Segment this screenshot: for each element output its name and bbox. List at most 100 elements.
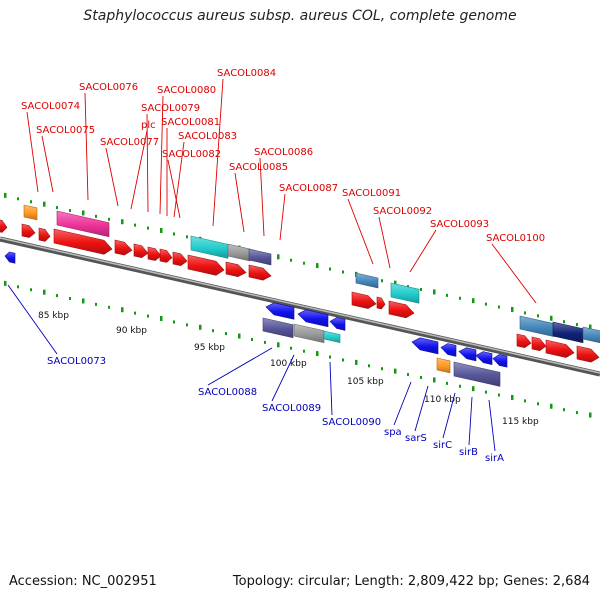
gene-forward[interactable]	[390, 282, 420, 304]
gene-forward[interactable]	[248, 248, 272, 266]
forward-label-leader	[173, 141, 185, 218]
forward-label-leader	[84, 92, 89, 201]
gene-reverse[interactable]	[297, 309, 329, 328]
tick-mark	[511, 306, 514, 312]
gene-forward[interactable]	[545, 339, 575, 358]
gene-forward[interactable]	[355, 272, 379, 289]
gene-forward[interactable]	[159, 248, 173, 263]
reverse-gene-label[interactable]: sirC	[433, 440, 452, 451]
gene-reverse[interactable]	[453, 361, 501, 387]
gene-forward[interactable]	[552, 321, 584, 344]
tick-mark	[459, 384, 461, 388]
forward-label-leader	[26, 111, 39, 193]
gene-forward[interactable]	[531, 336, 547, 352]
gene-reverse[interactable]	[262, 317, 294, 339]
tick-mark	[394, 280, 397, 286]
gene-features[interactable]	[0, 204, 600, 387]
tick-mark	[82, 210, 85, 216]
reverse-gene-label[interactable]: SACOL0073	[47, 356, 106, 367]
tick-mark	[290, 346, 292, 350]
tick-mark	[524, 399, 526, 403]
forward-gene-label[interactable]: SACOL0074	[21, 101, 80, 112]
gene-forward[interactable]	[53, 228, 113, 255]
forward-gene-label[interactable]: SACOL0080	[157, 85, 216, 96]
gene-forward[interactable]	[351, 291, 377, 309]
gene-reverse[interactable]	[440, 343, 457, 357]
gene-reverse[interactable]	[4, 251, 16, 264]
forward-gene-label[interactable]: SACOL0079	[141, 103, 200, 114]
gene-forward[interactable]	[187, 254, 225, 276]
gene-forward[interactable]	[376, 296, 386, 310]
tick-mark	[550, 403, 553, 409]
forward-label-leader	[146, 113, 149, 213]
gene-forward[interactable]	[56, 210, 110, 238]
reverse-gene-label[interactable]: sarS	[405, 433, 427, 444]
gene-reverse[interactable]	[492, 354, 508, 368]
reverse-label-leader	[271, 354, 295, 402]
gene-reverse[interactable]	[293, 323, 325, 344]
gene-reverse[interactable]	[436, 357, 451, 374]
tick-mark	[342, 358, 344, 362]
forward-gene-label[interactable]: SACOL0076	[79, 82, 138, 93]
gene-forward[interactable]	[21, 223, 36, 238]
reverse-gene-label[interactable]: SACOL0090	[322, 417, 381, 428]
forward-gene-label[interactable]: SACOL0084	[217, 68, 276, 79]
forward-gene-label[interactable]: SACOL0091	[342, 188, 401, 199]
forward-gene-label[interactable]: SACOL0093	[430, 219, 489, 230]
reverse-gene-label[interactable]: sirB	[459, 447, 478, 458]
map-title: Staphylococcus aureus subsp. aureus COL,…	[83, 8, 517, 24]
forward-label-leader	[234, 172, 245, 233]
forward-gene-label[interactable]: SACOL0086	[254, 147, 313, 158]
gene-forward[interactable]	[227, 243, 251, 262]
gene-forward[interactable]	[519, 315, 555, 338]
tick-mark	[134, 223, 136, 227]
tick-mark	[43, 201, 46, 207]
forward-gene-label[interactable]: SACOL0085	[229, 162, 288, 173]
reverse-gene-label[interactable]: SACOL0089	[262, 403, 321, 414]
reverse-gene-label[interactable]: sirA	[485, 453, 504, 464]
gene-forward[interactable]	[582, 326, 600, 344]
gene-reverse[interactable]	[329, 317, 346, 331]
gene-forward[interactable]	[225, 261, 247, 278]
forward-gene-label[interactable]: SACOL0100	[486, 233, 545, 244]
gene-reverse[interactable]	[323, 330, 341, 343]
forward-gene-label[interactable]: SACOL0083	[178, 131, 237, 142]
gene-forward[interactable]	[576, 345, 600, 363]
reverse-gene-label[interactable]: spa	[384, 427, 402, 438]
tick-mark	[108, 217, 110, 221]
gene-forward[interactable]	[147, 246, 162, 261]
reverse-gene-labels[interactable]: SACOL0073SACOL0088SACOL0089SACOL0090spas…	[7, 284, 504, 464]
forward-gene-labels[interactable]: SACOL0074SACOL0075SACOL0076SACOL0077plcS…	[21, 68, 545, 304]
tick-mark	[433, 377, 436, 383]
gene-forward[interactable]	[0, 219, 8, 233]
forward-gene-label[interactable]: SACOL0077	[100, 137, 159, 148]
tick-mark	[446, 293, 448, 297]
gene-reverse[interactable]	[411, 337, 439, 355]
gene-forward[interactable]	[190, 235, 229, 259]
forward-gene-label[interactable]: SACOL0082	[162, 149, 221, 160]
gene-forward[interactable]	[248, 264, 272, 281]
reverse-label-leader	[442, 392, 456, 439]
tick-mark	[95, 214, 97, 218]
gene-forward[interactable]	[172, 251, 188, 267]
gene-forward[interactable]	[388, 300, 415, 319]
forward-gene-label[interactable]: SACOL0081	[161, 117, 220, 128]
gene-reverse[interactable]	[458, 347, 477, 362]
gene-reverse[interactable]	[265, 302, 295, 320]
gene-reverse[interactable]	[475, 351, 493, 365]
gene-forward[interactable]	[114, 239, 133, 256]
forward-gene-label[interactable]: SACOL0075	[36, 125, 95, 136]
gene-forward[interactable]	[133, 243, 149, 259]
gene-forward[interactable]	[23, 204, 38, 221]
gene-forward[interactable]	[38, 227, 51, 242]
scale-label: 100 kbp	[270, 359, 307, 369]
gene-forward[interactable]	[516, 333, 532, 349]
forward-gene-label[interactable]: SACOL0092	[373, 206, 432, 217]
reverse-gene-label[interactable]: SACOL0088	[198, 387, 257, 398]
tick-mark	[95, 302, 97, 306]
tick-mark	[160, 316, 163, 321]
forward-gene-label[interactable]: SACOL0087	[279, 183, 338, 194]
tick-mark	[69, 297, 71, 301]
forward-gene-label[interactable]: plc	[141, 120, 156, 131]
